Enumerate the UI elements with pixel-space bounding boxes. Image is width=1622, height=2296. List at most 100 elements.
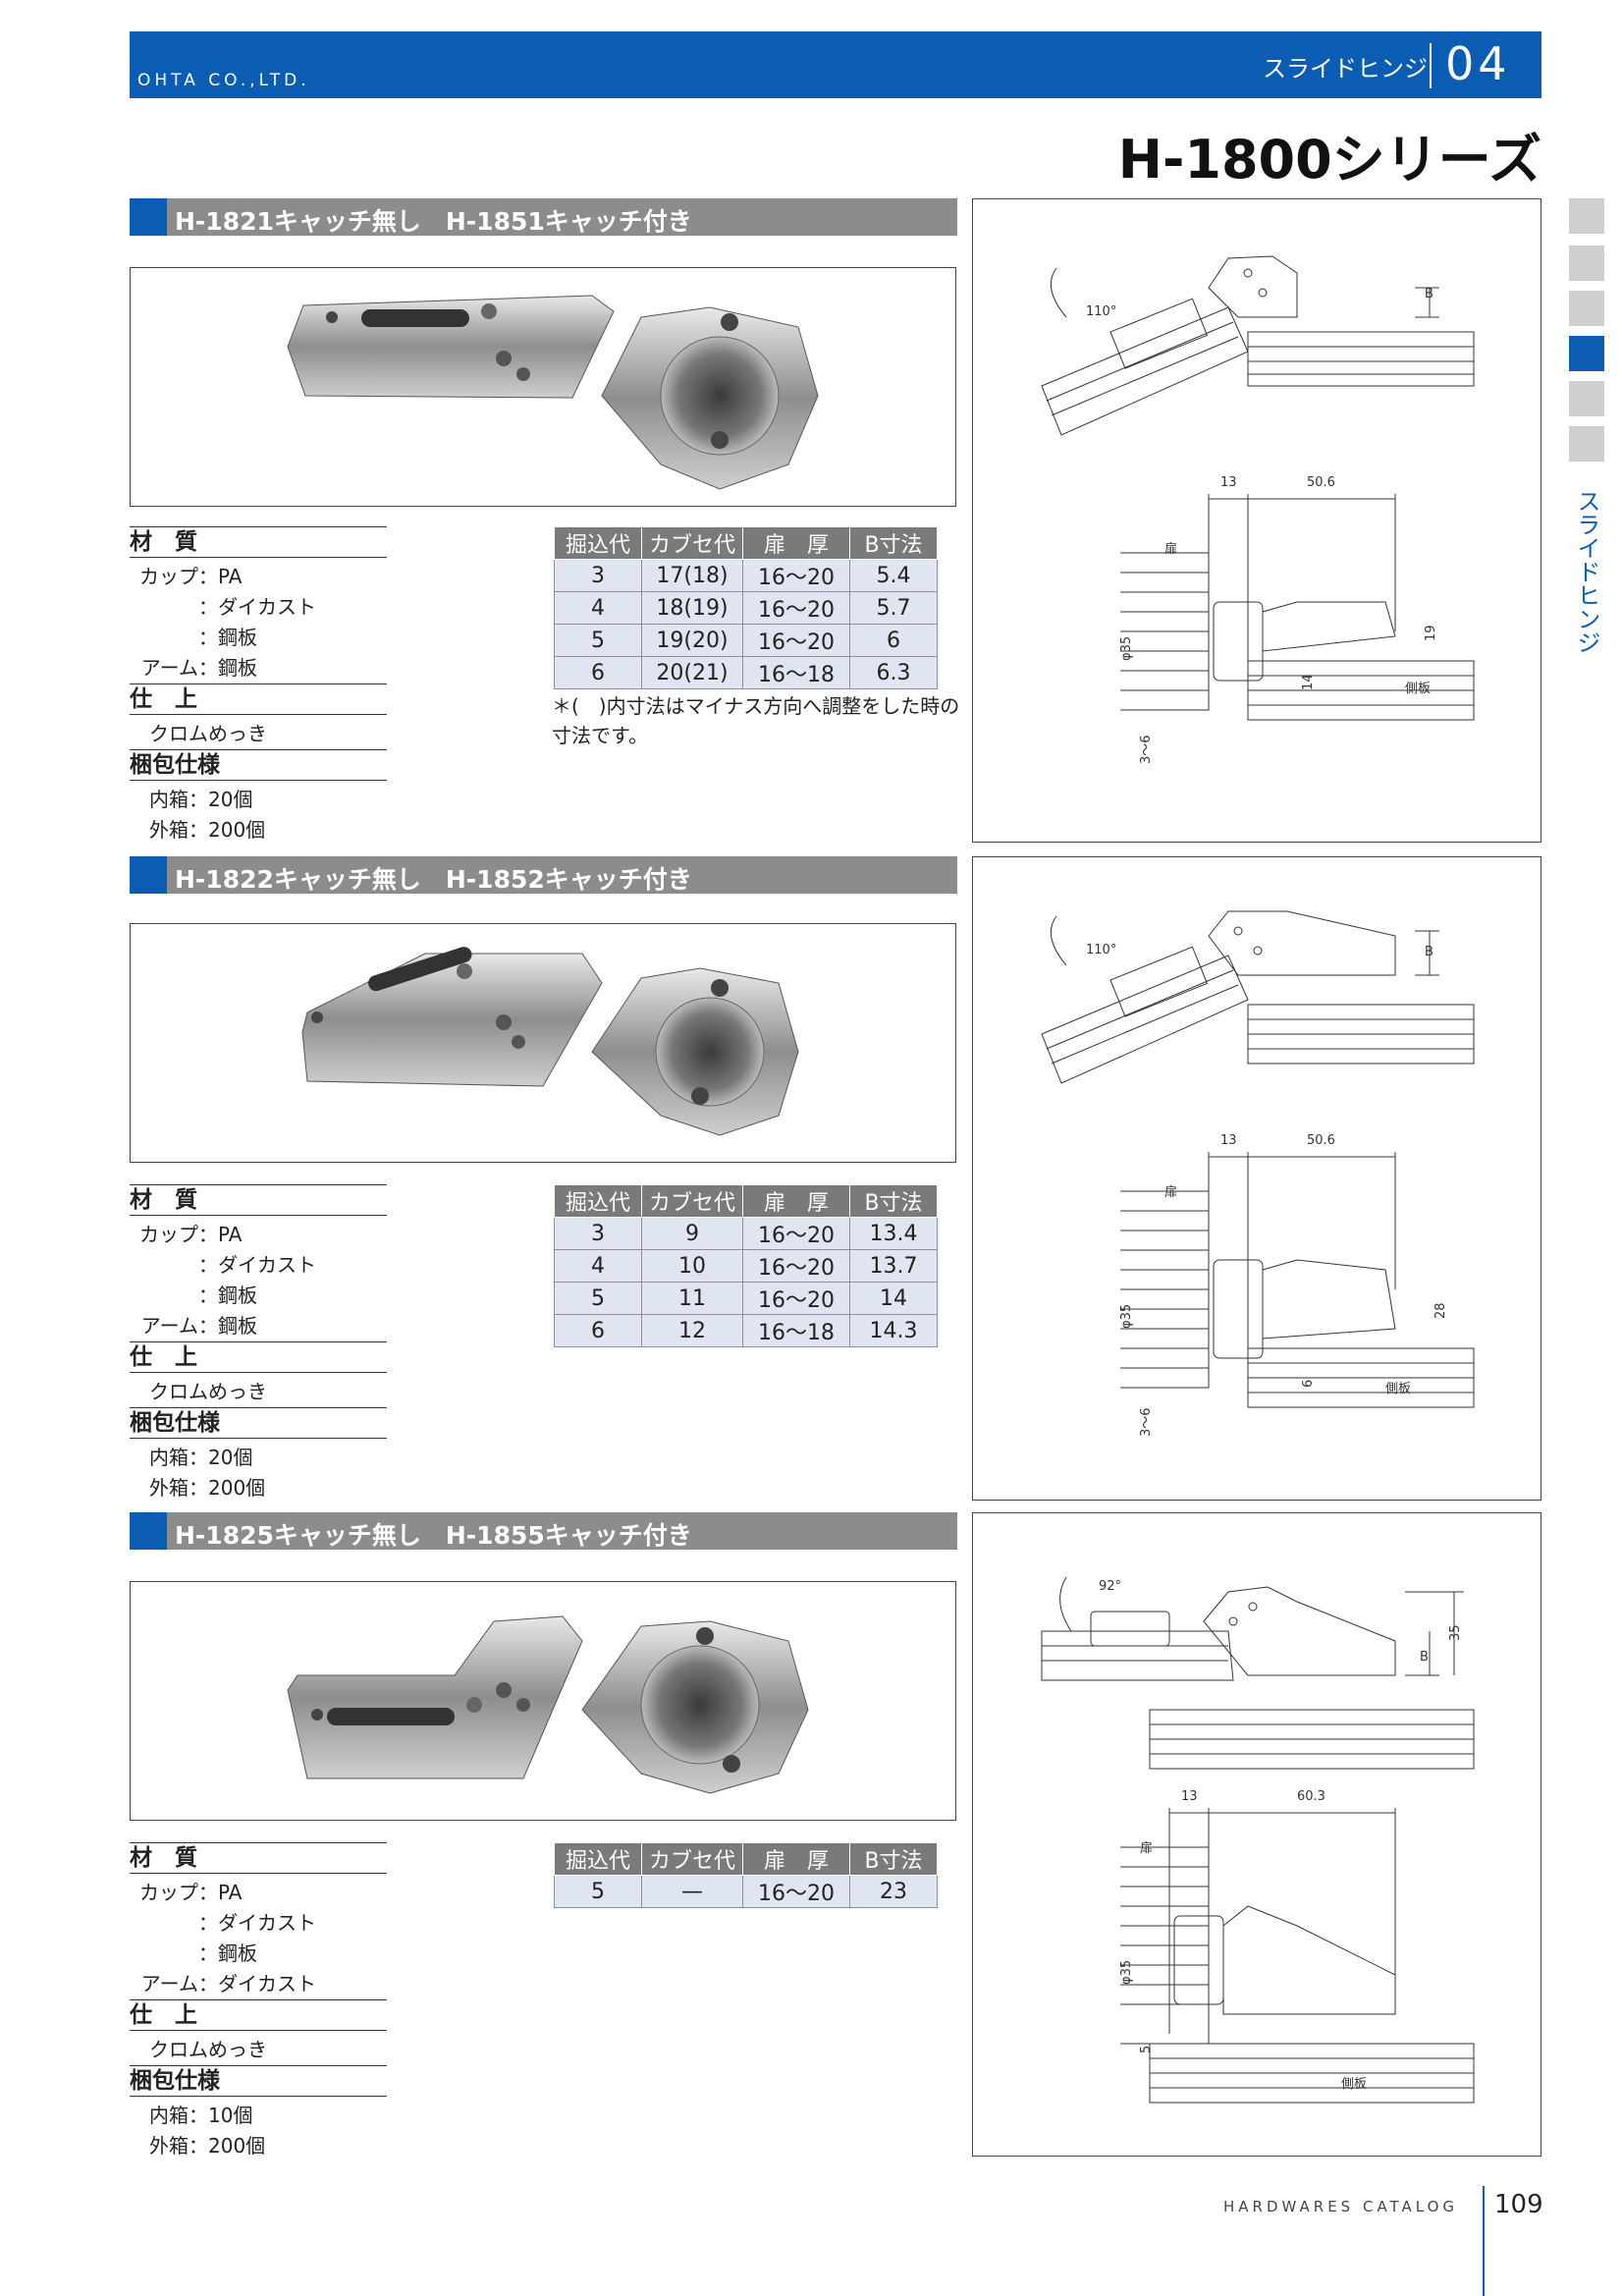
arm-label: アーム： <box>140 656 218 680</box>
side-tab-3[interactable] <box>1569 291 1604 326</box>
side-tab-1[interactable] <box>1569 198 1604 234</box>
section-3-spec: 材 質 カップ：PA ：ダイカスト ：鋼板 アーム：ダイカスト 仕 上 クロムめ… <box>130 1842 387 2161</box>
dia-label: φ35 <box>1119 636 1134 661</box>
cell: 5 <box>554 1282 642 1315</box>
sep-label: ： <box>198 595 218 619</box>
section-2-title: H-1822キャッチ無し H-1852キャッチ付き <box>175 865 692 894</box>
side-label: スライドヒンジ <box>1573 489 1600 654</box>
side-tab-2[interactable] <box>1569 246 1604 281</box>
dim-13: 13 <box>1220 1133 1237 1148</box>
b-label: B <box>1425 945 1433 959</box>
hinge-photo-1 <box>287 295 819 490</box>
angle-label: 110° <box>1086 943 1116 957</box>
col-header: カブセ代 <box>641 1184 743 1218</box>
section-1-drawing: 110° B 13 50.6 扉 側板 φ35 19 14 3～6 <box>972 198 1541 843</box>
inner-box-label: 内箱： <box>149 1446 208 1469</box>
side-label-drawing: 側板 <box>1385 1382 1411 1396</box>
cell: 5 <box>554 1875 642 1908</box>
door-label: 扉 <box>1140 1840 1153 1856</box>
inner-box-qty: 20個 <box>208 788 253 811</box>
category-label: スライドヒンジ <box>1263 55 1428 82</box>
table-note: ＊( )内寸法はマイナス方向へ調整をした時の寸法です。 <box>552 694 960 747</box>
hinge-photo-3 <box>287 1615 809 1794</box>
dim-13: 13 <box>1220 475 1237 490</box>
cell: 4 <box>554 591 642 625</box>
arm-material: 鋼板 <box>218 1314 257 1338</box>
material-heading: 材 質 <box>130 1842 387 1874</box>
col-header: B寸法 <box>849 1842 938 1876</box>
section-3-drawing: 92° B 35 13 60.3 扉 側板 φ35 5 <box>972 1512 1541 2157</box>
arm-label: アーム： <box>140 1972 218 1995</box>
cell: 14 <box>849 1282 938 1315</box>
cell: 18(19) <box>641 591 743 625</box>
finish-value: クロムめっき <box>149 722 267 745</box>
h-label: 19 <box>1424 625 1438 641</box>
packing-heading: 梱包仕様 <box>130 2065 387 2097</box>
outer-box-qty: 200個 <box>208 1476 266 1500</box>
finish-value: クロムめっき <box>149 1380 267 1403</box>
dim-60-3: 60.3 <box>1297 1789 1325 1804</box>
side-tab-5[interactable] <box>1569 381 1604 416</box>
dim-13: 13 <box>1181 1789 1198 1804</box>
cell: 5.7 <box>849 591 938 625</box>
cell: 5.4 <box>849 559 938 592</box>
cell: 16～18 <box>742 1314 850 1347</box>
angle-label: 110° <box>1086 304 1116 319</box>
s-label: 14 <box>1301 674 1316 690</box>
s-label: 6 <box>1301 1380 1316 1388</box>
cell: 11 <box>641 1282 743 1315</box>
cup-label: カップ： <box>139 1223 218 1246</box>
inner-box-label: 内箱： <box>149 2104 208 2127</box>
cell: 16～18 <box>742 656 850 689</box>
finish-heading: 仕 上 <box>130 1341 387 1373</box>
col-header: B寸法 <box>849 1184 938 1218</box>
col-header: カブセ代 <box>641 526 743 560</box>
cell: 16～20 <box>742 1249 850 1283</box>
cell: 3 <box>554 1217 642 1250</box>
cell: 20(21) <box>641 656 743 689</box>
sep-label: ： <box>198 1284 218 1307</box>
cell: 6 <box>554 656 642 689</box>
finish-heading: 仕 上 <box>130 683 387 715</box>
cell: 16～20 <box>742 591 850 625</box>
packing-heading: 梱包仕様 <box>130 749 387 781</box>
side-tab-4-active[interactable] <box>1569 336 1604 371</box>
inner-box-label: 内箱： <box>149 788 208 811</box>
packing-heading: 梱包仕様 <box>130 1407 387 1439</box>
cup-material-3: 鋼板 <box>218 626 257 649</box>
door-label: 扉 <box>1164 1184 1177 1200</box>
cell: 13.4 <box>849 1217 938 1250</box>
cell: 4 <box>554 1249 642 1283</box>
cell: 14.3 <box>849 1314 938 1347</box>
side-label-drawing: 側板 <box>1341 2077 1367 2092</box>
header-bar <box>130 31 1541 98</box>
section-2-drawing: 110° B 13 50.6 扉 側板 φ35 28 6 3～6 <box>972 856 1541 1501</box>
inner-box-qty: 10個 <box>208 2104 253 2127</box>
inner-box-qty: 20個 <box>208 1446 253 1469</box>
section-1-title: H-1821キャッチ無し H-1851キャッチ付き <box>175 207 692 236</box>
dia-label: φ35 <box>1119 1304 1134 1329</box>
col-header: 扉 厚 <box>742 526 850 560</box>
cell: 19(20) <box>641 624 743 657</box>
side-tab-6[interactable] <box>1569 426 1604 462</box>
col-header: 扉 厚 <box>742 1184 850 1218</box>
dim-50-6: 50.6 <box>1307 1133 1335 1148</box>
dia-label: φ35 <box>1119 1960 1134 1985</box>
finish-value: クロムめっき <box>149 2038 267 2061</box>
footer-divider <box>1483 2186 1485 2296</box>
footer-catalog: HARDWARES CATALOG <box>1223 2198 1459 2215</box>
outer-box-label: 外箱： <box>149 818 208 842</box>
technical-drawing-2: 110° B 13 50.6 扉 側板 φ35 28 6 3～6 <box>1041 910 1475 1437</box>
b-label: B <box>1420 1650 1429 1665</box>
sep-label: ： <box>198 1941 218 1965</box>
dim-50-6: 50.6 <box>1307 475 1335 490</box>
cell: 13.7 <box>849 1249 938 1283</box>
technical-drawing-1: 110° B 13 50.6 扉 側板 φ35 19 14 3～6 <box>1041 255 1475 764</box>
